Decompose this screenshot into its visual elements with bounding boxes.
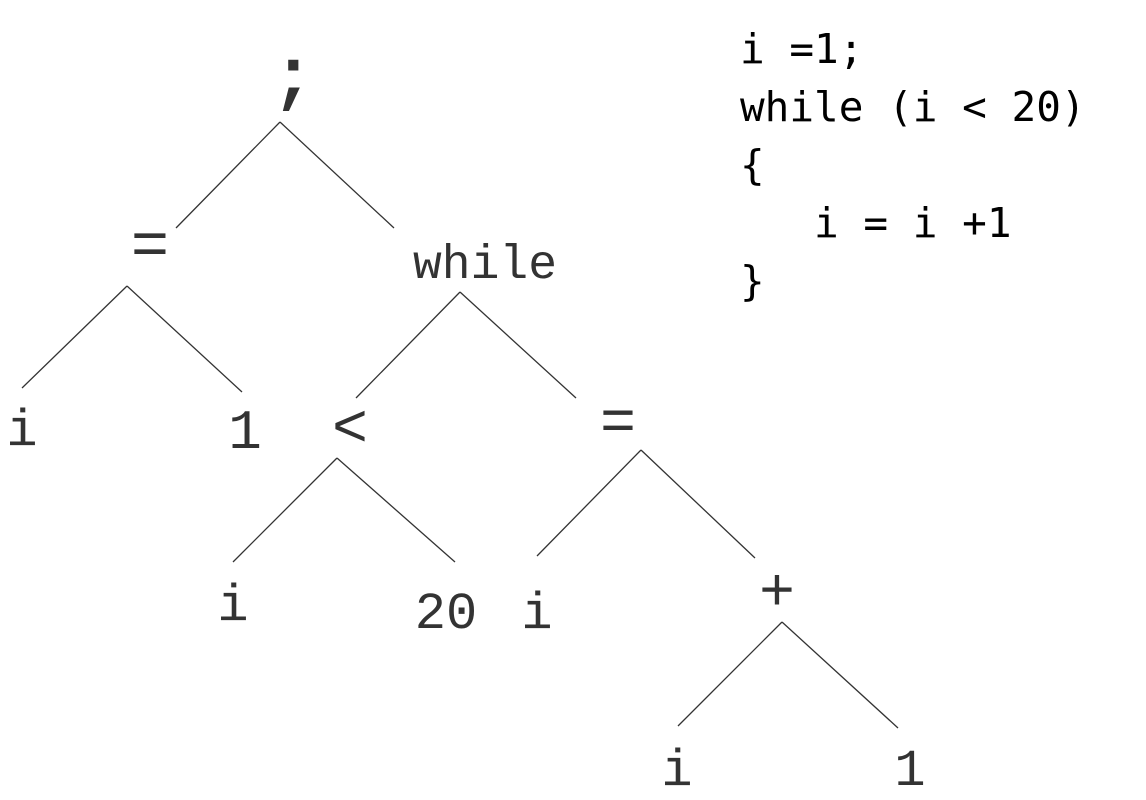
tree-edge-plus-i4 — [677, 621, 783, 727]
tree-node-one1: 1 — [228, 401, 262, 465]
code-line-3: { — [740, 141, 765, 189]
code-line-4: i = i +1 — [740, 199, 1012, 247]
tree-edges — [21, 121, 899, 729]
tree-node-while: while — [413, 239, 557, 293]
tree-labels: ; = while i 1 < = i 20 i + i 1 — [6, 38, 925, 800]
source-code-block: i =1; while (i < 20) { i = i +1} — [740, 20, 1086, 310]
code-line-5: } — [740, 257, 765, 305]
tree-edge-assign2-plus — [640, 449, 756, 559]
code-line-2: while (i < 20) — [740, 83, 1086, 131]
tree-node-twenty: 20 — [415, 585, 477, 644]
tree-edge-assign1-one1 — [126, 285, 243, 393]
tree-edge-while-lt — [355, 291, 461, 399]
tree-node-assign2: = — [600, 391, 636, 459]
tree-edge-lt-twenty — [336, 457, 456, 563]
tree-node-i3: i — [521, 585, 552, 644]
code-line-1: i =1; — [740, 25, 864, 73]
tree-edge-lt-i2 — [232, 457, 338, 563]
tree-edge-semi-while — [279, 121, 395, 229]
tree-node-lt: < — [332, 397, 368, 465]
tree-node-i4: i — [661, 742, 692, 800]
tree-node-plus: + — [759, 561, 795, 629]
tree-edge-semi-assign1 — [175, 121, 281, 229]
tree-edge-plus-one2 — [781, 621, 899, 729]
tree-node-one2: 1 — [894, 742, 925, 800]
tree-edge-while-assign2 — [459, 291, 577, 399]
tree-node-i1: i — [6, 402, 37, 461]
tree-node-i2: i — [217, 577, 248, 636]
tree-edge-assign1-i1 — [21, 285, 128, 389]
tree-node-semi: ; — [271, 38, 314, 120]
tree-node-assign1: = — [131, 213, 169, 285]
tree-edge-assign2-i3 — [536, 449, 642, 557]
